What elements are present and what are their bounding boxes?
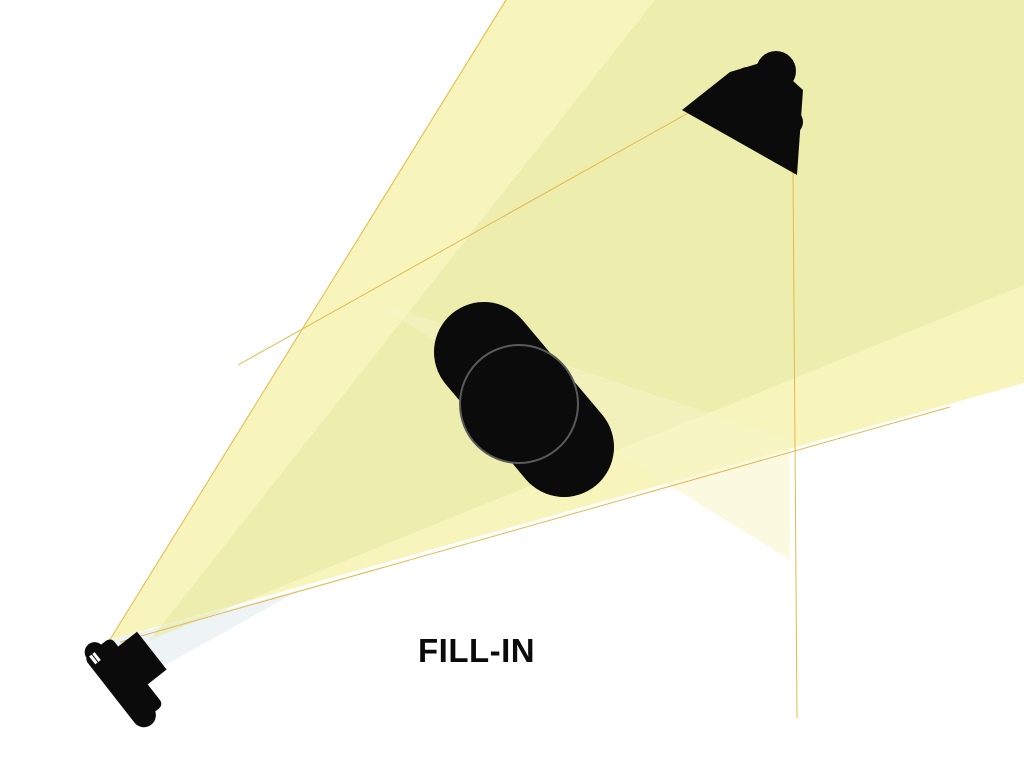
light-beam-inner (150, 0, 1024, 640)
camera-shadow-beam (110, 590, 300, 668)
camera-icon (84, 631, 167, 728)
light-axis-line (237, 111, 691, 366)
fill-light-icon (682, 51, 803, 175)
diagram-label: FILL-IN (418, 632, 536, 669)
subject-icon (434, 302, 614, 497)
beam-edge-bottom (119, 406, 951, 643)
beam-edge-left (105, 0, 507, 647)
light-vertical-line (792, 171, 798, 719)
